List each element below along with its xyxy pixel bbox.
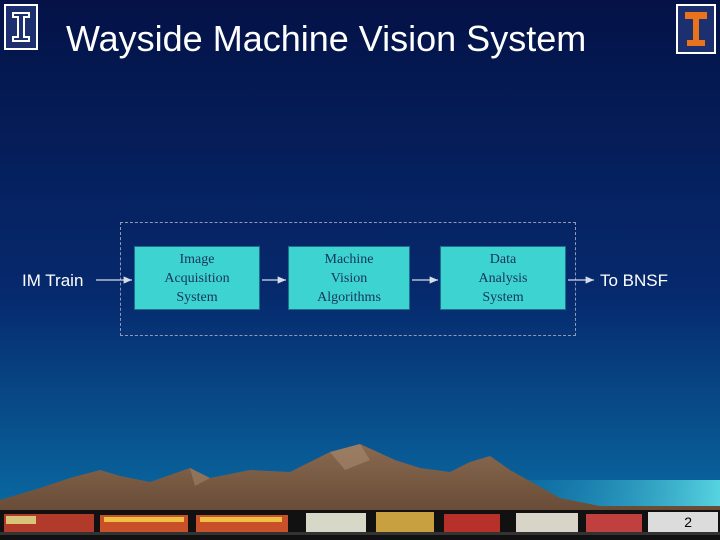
page-number: 2 — [684, 514, 692, 530]
